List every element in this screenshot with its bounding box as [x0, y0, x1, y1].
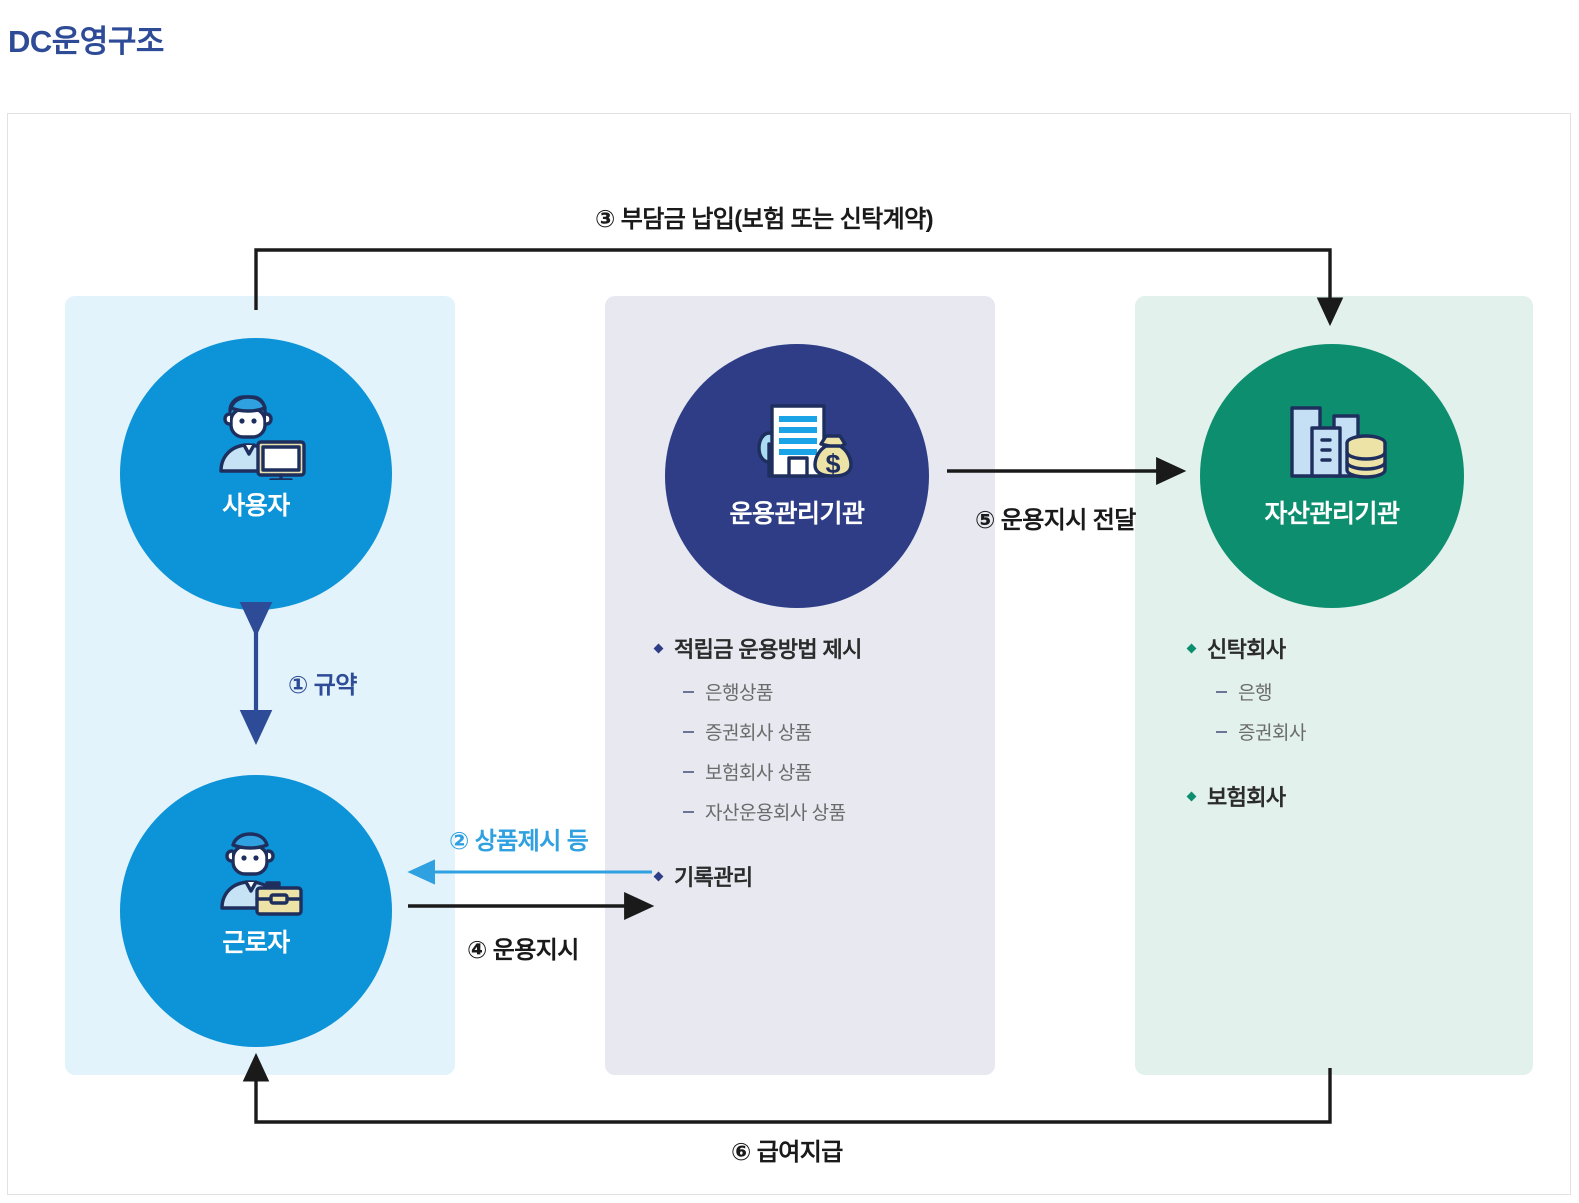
list-spacer [655, 838, 985, 860]
diamond-bullet-icon [1186, 643, 1197, 653]
list-spacer [1188, 758, 1518, 780]
node-asset: 자산관리기관 [1200, 344, 1464, 608]
list-item-label: 은행상품 [705, 683, 773, 704]
list-item: 증권회사 상품 [683, 718, 985, 745]
list-item: 보험회사 상품 [683, 758, 985, 785]
node-operator-label: 운용관리기관 [729, 500, 865, 528]
list-item: 증권회사 [1216, 718, 1518, 745]
buildings-with-coins-icon [1290, 406, 1387, 479]
arrow-step4-label: ④ 운용지시 [467, 937, 579, 964]
diamond-bullet-icon [1186, 791, 1197, 801]
node-operator: $ 운용관리기관 [665, 344, 929, 608]
list-item: 은행 [1216, 678, 1518, 705]
arrow-step5-label: ⑤ 운용지시 전달 [975, 507, 1136, 534]
list-item-label: 적립금 운용방법 제시 [674, 637, 862, 662]
node-employer: 사용자 [120, 338, 392, 610]
node-worker: 근로자 [120, 775, 392, 1047]
asset-institution-list: 신탁회사 은행 증권회사 보험회사 [1186, 632, 1518, 826]
arrow-step6-label: ⑥ 급여지급 [731, 1139, 843, 1166]
operator-service-list: 적립금 운용방법 제시 은행상품 증권회사 상품 보험회사 상품 자산운용회사 … [653, 632, 985, 906]
person-with-monitor-icon [219, 395, 306, 480]
node-employer-label: 사용자 [222, 492, 290, 520]
list-item: 적립금 운용방법 제시 [653, 632, 985, 664]
list-item-label: 보험회사 상품 [705, 763, 812, 784]
list-item-label: 보험회사 [1207, 785, 1286, 810]
list-item-label: 신탁회사 [1207, 637, 1286, 662]
list-item-label: 자산운용회사 상품 [705, 803, 846, 824]
person-with-briefcase-icon [220, 832, 303, 916]
list-item-label: 기록관리 [674, 865, 753, 890]
dash-bullet-icon [1216, 730, 1227, 733]
dash-bullet-icon [683, 810, 694, 813]
dash-bullet-icon [683, 770, 694, 773]
list-item-label: 증권회사 상품 [705, 723, 812, 744]
list-item: 보험회사 [1186, 780, 1518, 812]
list-item: 기록관리 [653, 860, 985, 892]
dash-bullet-icon [683, 730, 694, 733]
page-title: DC운영구조 [8, 24, 164, 59]
diamond-bullet-icon [653, 643, 664, 653]
diamond-bullet-icon [653, 871, 664, 881]
node-asset-label: 자산관리기관 [1264, 500, 1400, 528]
dash-bullet-icon [1216, 690, 1227, 693]
node-worker-label: 근로자 [222, 929, 290, 957]
list-item: 자산운용회사 상품 [683, 798, 985, 825]
list-item-label: 증권회사 [1238, 723, 1306, 744]
list-item: 신탁회사 [1186, 632, 1518, 664]
list-item-label: 은행 [1238, 683, 1272, 704]
svg-text:$: $ [825, 449, 840, 479]
dash-bullet-icon [683, 690, 694, 693]
arrow-step1-label: ① 규약 [288, 672, 357, 699]
arrow-step2-label: ② 상품제시 등 [449, 828, 589, 855]
building-with-moneybag-icon: $ [757, 404, 853, 479]
arrow-step3-label: ③ 부담금 납입(보험 또는 신탁계약) [595, 206, 934, 233]
list-item: 은행상품 [683, 678, 985, 705]
